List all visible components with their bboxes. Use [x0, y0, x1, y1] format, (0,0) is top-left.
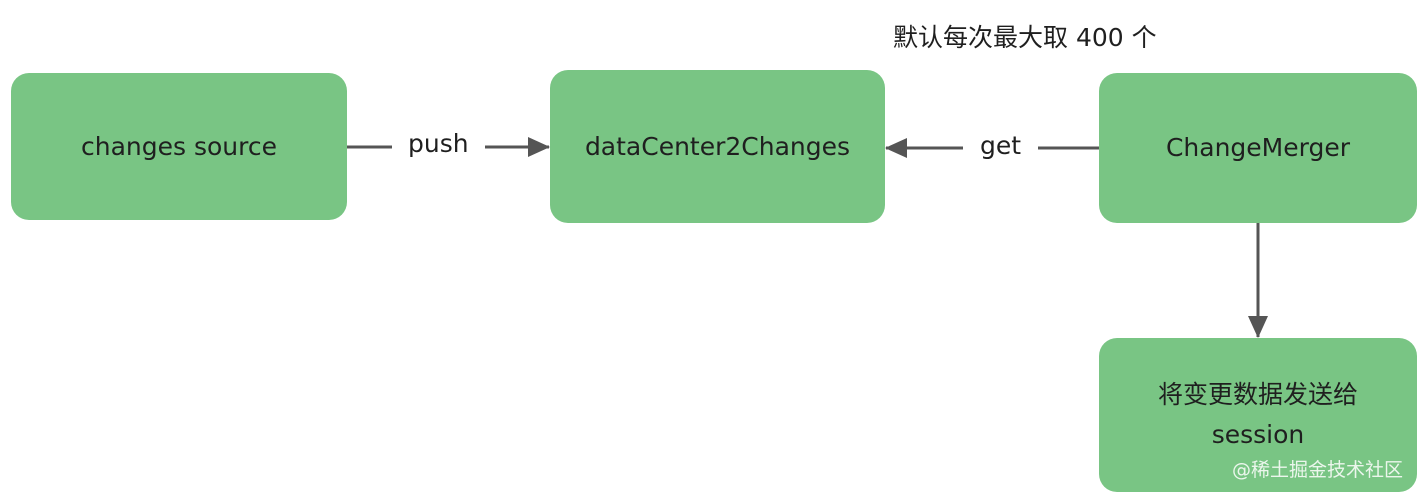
edge-label-get: get — [980, 131, 1022, 160]
node-changes-source-label: changes source — [81, 131, 277, 161]
node-changes-source: changes source — [11, 73, 347, 220]
edge-label-push: push — [408, 129, 469, 158]
node-change-merger-label: ChangeMerger — [1165, 133, 1351, 162]
annotation-text: 默认每次最大取 400 个 — [893, 23, 1157, 52]
node-datacenter2changes: dataCenter2Changes — [550, 70, 885, 223]
node-datacenter2changes-label: dataCenter2Changes — [584, 131, 851, 161]
node-session-output: 将变更数据发送给 session — [1099, 338, 1417, 492]
watermark-text: @稀土掘金技术社区 — [1232, 459, 1404, 481]
node-change-merger: ChangeMerger — [1099, 73, 1417, 223]
node-session-output-label: 将变更数据发送给 session — [1157, 380, 1358, 449]
